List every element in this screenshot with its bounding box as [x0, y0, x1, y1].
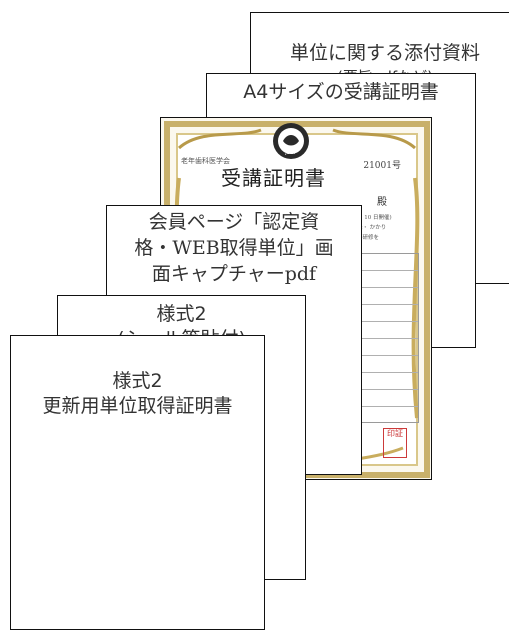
form2-renewal-certificate-label: 様式2 更新用単位取得証明書: [42, 370, 233, 417]
a4-certificate-label: A4サイズの受講証明書: [243, 81, 439, 103]
emblem-text: JSGP: [284, 150, 297, 156]
certificate-number: 21001号: [363, 161, 401, 171]
certificate-organization: 老年歯科医学会: [181, 157, 230, 165]
certificate-table: [357, 253, 419, 423]
certificate-stamp: 印証: [383, 428, 407, 458]
certificate-honorific: 殿: [377, 197, 387, 208]
certificate-snippet-2: 録・ かかり: [357, 225, 387, 231]
certificate-snippet-3: の研修を: [357, 235, 380, 241]
form2-renewal-certificate-sheet: 様式2 更新用単位取得証明書: [10, 335, 265, 630]
certificate-title: 受講証明書: [221, 166, 326, 190]
society-emblem-icon: JSGP: [273, 123, 309, 159]
certificate-snippet-1: 月 10 日開催): [357, 215, 392, 221]
attachment-documents-title: 単位に関する添付資料: [289, 41, 480, 64]
member-page-screenshot-label: 会員ページ「認定資 格・WEB取得単位」画 面キャプチャーpdf: [134, 211, 334, 285]
